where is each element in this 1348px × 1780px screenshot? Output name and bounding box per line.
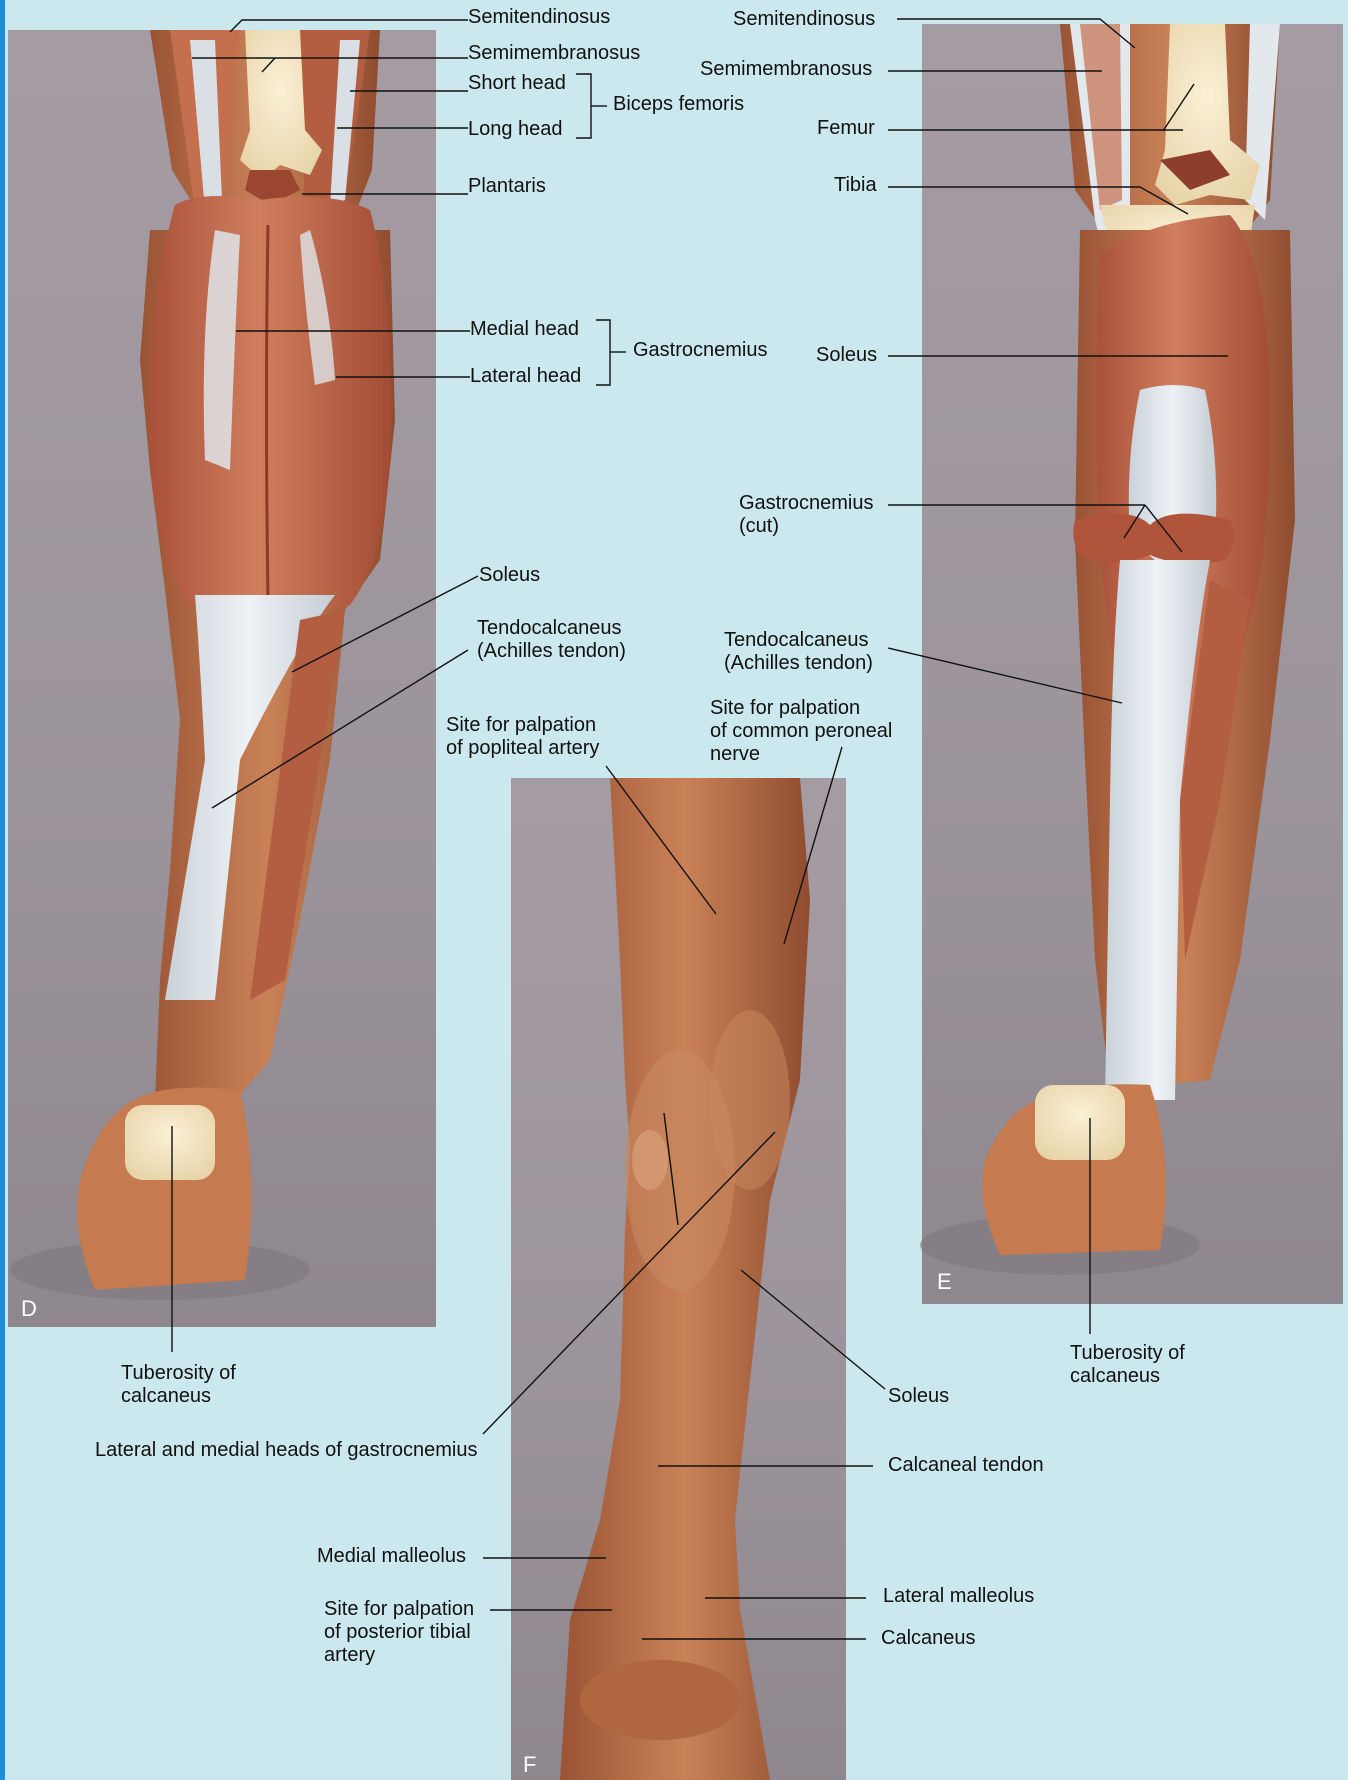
label-e-tendocalcaneus: Tendocalcaneus (Achilles tendon)	[724, 629, 873, 675]
label-d-plantaris: Plantaris	[468, 175, 546, 198]
label-d-semimembranosus: Semimembranosus	[468, 42, 640, 65]
label-d-gastrocnemius: Gastrocnemius	[633, 339, 768, 362]
edge-stripe	[0, 0, 5, 1780]
label-e-soleus: Soleus	[816, 344, 877, 367]
panel-letter-d: D	[21, 1296, 37, 1322]
label-e-gastrocnemius-cut: Gastrocnemius (cut)	[739, 492, 874, 538]
panel-f-photo	[511, 778, 846, 1780]
label-f-peroneal: Site for palpation of common peroneal ne…	[710, 697, 892, 766]
label-d-semitendinosus: Semitendinosus	[468, 6, 610, 29]
label-e-semitendinosus: Semitendinosus	[733, 8, 875, 31]
label-e-tuberosity: Tuberosity of calcaneus	[1070, 1342, 1185, 1388]
label-e-tibia: Tibia	[834, 174, 877, 197]
label-d-medial-head: Medial head	[470, 318, 579, 341]
label-d-long-head: Long head	[468, 118, 563, 141]
label-e-semimembranosus: Semimembranosus	[700, 58, 872, 81]
panel-letter-e: E	[937, 1269, 952, 1295]
label-d-biceps-femoris: Biceps femoris	[613, 93, 744, 116]
label-f-popliteal: Site for palpation of popliteal artery	[446, 714, 599, 760]
label-f-medial-malleolus: Medial malleolus	[317, 1545, 466, 1568]
panel-d-illustration	[8, 30, 436, 1327]
label-d-short-head: Short head	[468, 72, 566, 95]
label-f-posterior-tibial: Site for palpation of posterior tibial a…	[324, 1598, 474, 1667]
label-f-calcaneus: Calcaneus	[881, 1627, 976, 1650]
panel-e-illustration	[920, 24, 1343, 1304]
label-e-femur: Femur	[817, 117, 875, 140]
panel-letter-f: F	[523, 1752, 536, 1778]
label-f-soleus: Soleus	[888, 1385, 949, 1408]
label-d-soleus: Soleus	[479, 564, 540, 587]
label-f-lateral-malleolus: Lateral malleolus	[883, 1585, 1034, 1608]
label-d-lateral-head: Lateral head	[470, 365, 581, 388]
label-f-calcaneal-tendon: Calcaneal tendon	[888, 1454, 1044, 1477]
label-d-tuberosity: Tuberosity of calcaneus	[121, 1362, 236, 1408]
label-d-tendocalcaneus: Tendocalcaneus (Achilles tendon)	[477, 617, 626, 663]
label-f-gastroc-heads: Lateral and medial heads of gastrocnemiu…	[95, 1439, 477, 1462]
